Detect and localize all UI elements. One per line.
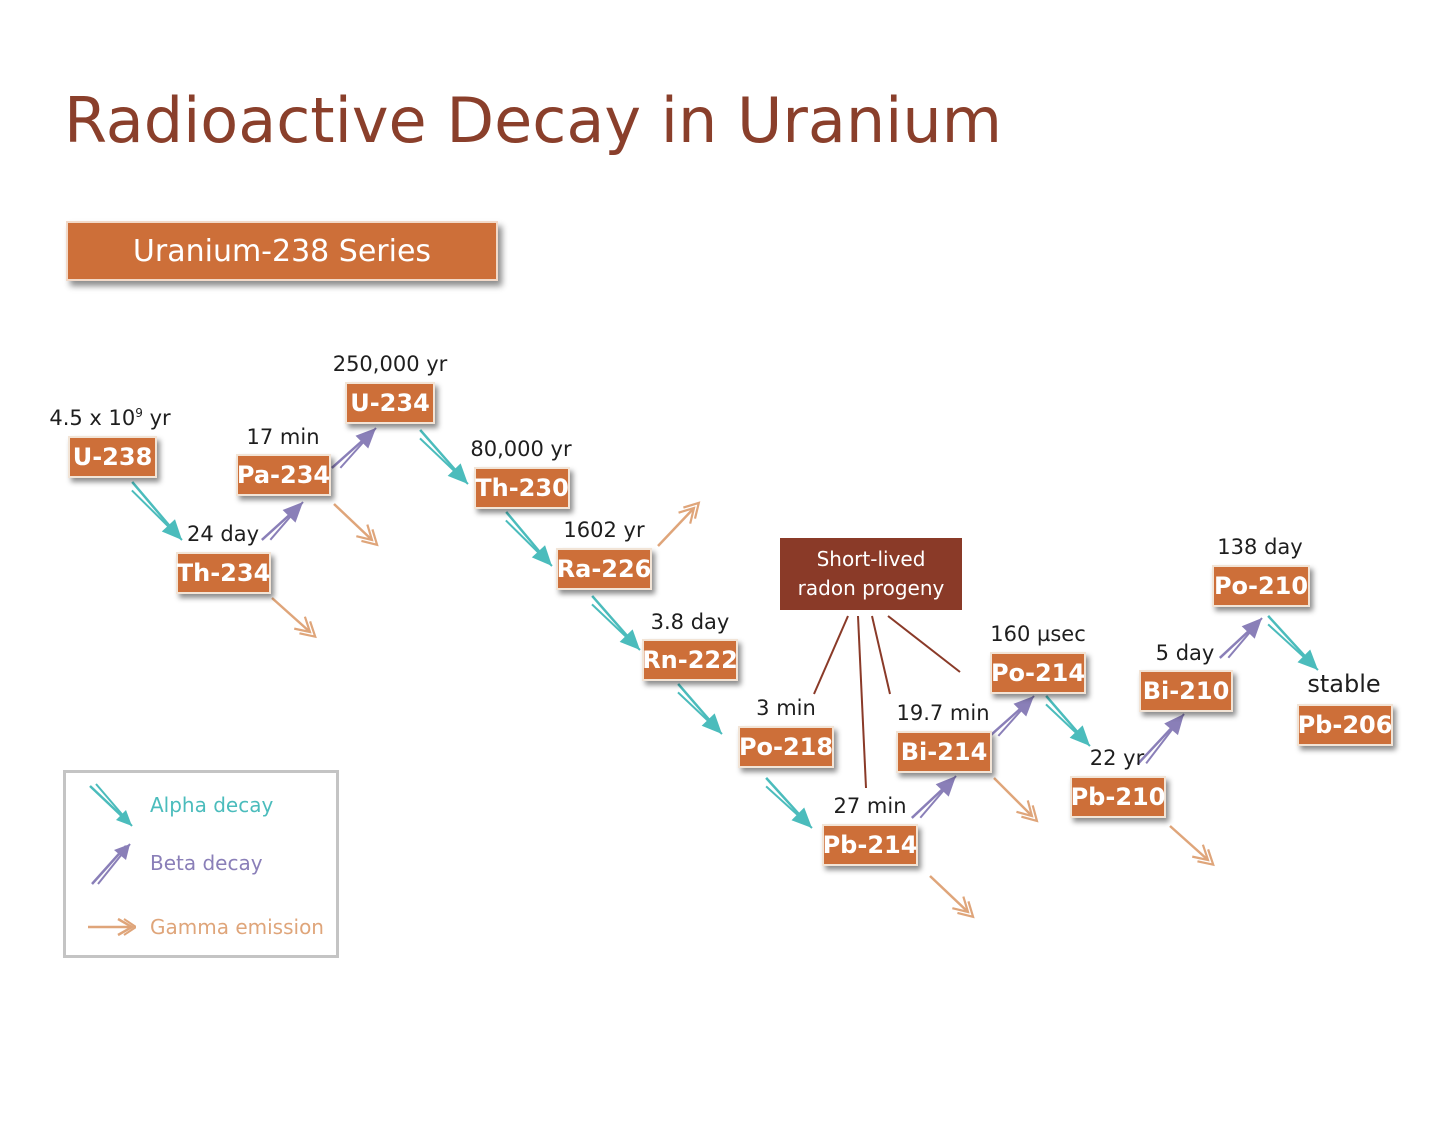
- alpha-arrow-icon: [89, 783, 133, 827]
- radon-progeny-box: Short-lived radon progeny: [780, 538, 962, 610]
- beta-arrow-pb214: [910, 775, 957, 819]
- half-life-exponent: 9: [135, 406, 143, 420]
- gamma-arrow-bi214: [993, 777, 1039, 823]
- half-life-pb206: stable: [1307, 670, 1381, 698]
- progeny-connector-4: [887, 615, 961, 673]
- gamma-arrow-icon: [88, 917, 136, 937]
- half-life-u234: 250,000 yr: [332, 352, 448, 376]
- isotope-pb206: Pb-206: [1297, 704, 1393, 746]
- series-label: Uranium-238 Series: [66, 221, 498, 281]
- half-life-rn222: 3.8 day: [650, 610, 730, 634]
- isotope-u234: U-234: [345, 382, 435, 424]
- progeny-connector-2: [857, 615, 867, 789]
- alpha-arrow-po210: [1267, 615, 1319, 671]
- legend-beta-label: Beta decay: [150, 851, 263, 875]
- progeny-line-2: radon progeny: [797, 576, 945, 600]
- gamma-arrow-ra226: [657, 501, 701, 547]
- alpha-arrow-rn222: [677, 683, 723, 735]
- isotope-u238: U-238: [68, 436, 157, 478]
- progeny-line-1: Short-lived: [816, 547, 926, 571]
- alpha-arrow-u238: [131, 481, 183, 541]
- half-life-po218: 3 min: [756, 696, 816, 720]
- alpha-arrow-u234: [419, 429, 469, 485]
- alpha-arrow-ra226: [591, 595, 641, 651]
- half-life-mantissa: 4.5 x 10: [49, 406, 136, 430]
- beta-arrow-icon: [91, 843, 131, 885]
- isotope-pb210: Pb-210: [1070, 776, 1166, 818]
- progeny-connector-3: [871, 615, 891, 695]
- half-life-bi214: 19.7 min: [896, 701, 990, 725]
- legend-beta: Beta decay: [86, 841, 263, 885]
- isotope-rn222: Rn-222: [642, 639, 738, 681]
- half-life-po214: 160 µsec: [990, 622, 1086, 646]
- legend-alpha-label: Alpha decay: [150, 793, 274, 817]
- half-life-th234: 24 day: [186, 522, 260, 546]
- isotope-po218: Po-218: [738, 726, 834, 768]
- half-life-pb214: 27 min: [833, 794, 907, 818]
- beta-arrow-bi210: [1218, 617, 1263, 659]
- beta-arrow-pb210: [1136, 713, 1185, 765]
- isotope-bi214: Bi-214: [896, 731, 992, 773]
- isotope-th230: Th-230: [474, 467, 570, 509]
- gamma-arrow-pa234: [333, 503, 379, 547]
- half-life-u238: 4.5 x 109 yr: [49, 406, 170, 430]
- isotope-th234: Th-234: [176, 552, 271, 594]
- isotope-pb214: Pb-214: [822, 824, 918, 866]
- progeny-connector-1: [813, 615, 849, 695]
- half-life-po210: 138 day: [1217, 535, 1303, 559]
- alpha-arrow-po218: [765, 777, 813, 829]
- alpha-arrow-po214: [1045, 695, 1091, 747]
- half-life-th230: 80,000 yr: [470, 437, 572, 461]
- legend-alpha: Alpha decay: [86, 783, 273, 827]
- isotope-po214: Po-214: [990, 652, 1086, 694]
- legend: Alpha decay Beta decay Gamma emission: [63, 770, 339, 958]
- isotope-bi210: Bi-210: [1139, 670, 1233, 712]
- beta-arrow-pa234: [331, 427, 377, 469]
- beta-arrow-bi214: [989, 695, 1035, 737]
- half-life-ra226: 1602 yr: [563, 518, 645, 542]
- half-life-pa234: 17 min: [246, 425, 320, 449]
- half-life-pb210: 22 yr: [1089, 746, 1145, 770]
- gamma-arrow-pb214: [929, 875, 975, 919]
- legend-gamma: Gamma emission: [86, 905, 324, 949]
- half-life-bi210: 5 day: [1155, 641, 1215, 665]
- page-title: Radioactive Decay in Uranium: [64, 84, 1003, 157]
- alpha-arrow-th230: [505, 511, 553, 567]
- isotope-ra226: Ra-226: [556, 548, 652, 590]
- gamma-arrow-th234: [271, 597, 317, 639]
- gamma-arrow-pb210: [1169, 825, 1215, 867]
- legend-gamma-label: Gamma emission: [150, 915, 324, 939]
- half-life-unit: yr: [142, 406, 171, 430]
- isotope-pa234: Pa-234: [236, 454, 331, 496]
- isotope-po210: Po-210: [1212, 565, 1310, 607]
- beta-arrow-th234: [261, 501, 304, 541]
